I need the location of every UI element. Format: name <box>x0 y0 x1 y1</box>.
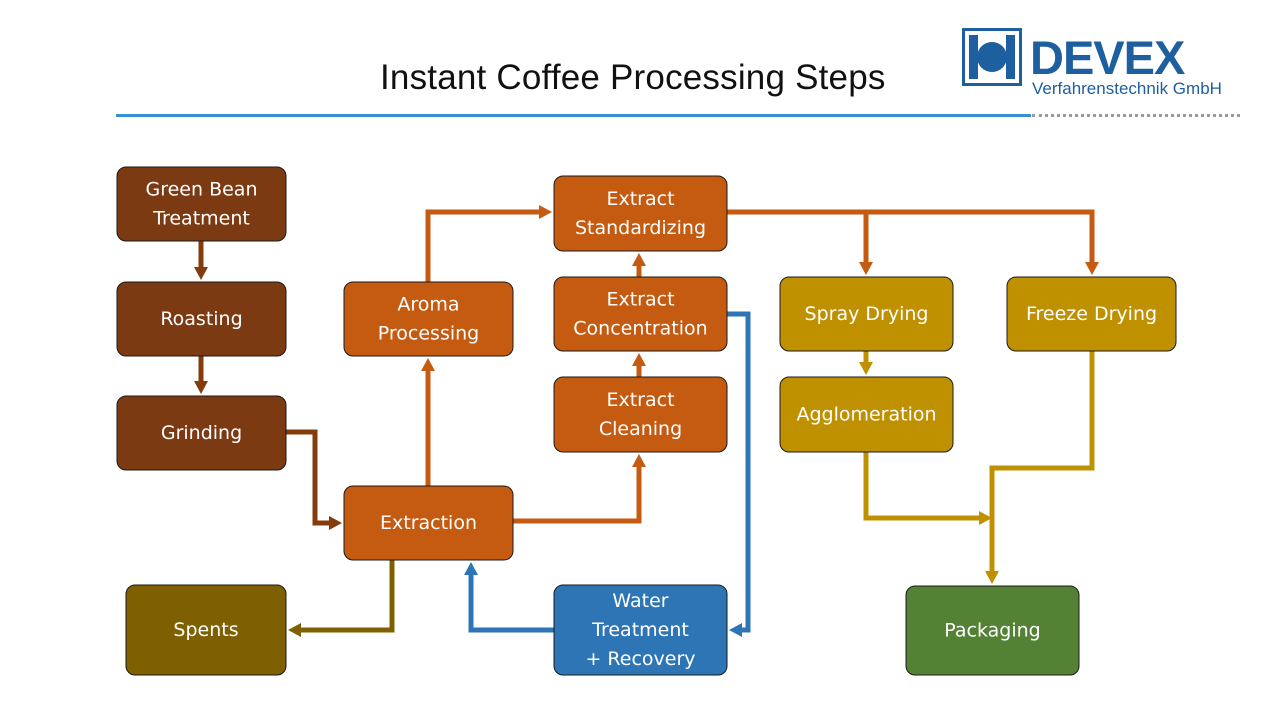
node-label: Roasting <box>160 308 242 330</box>
node-label: Extract <box>606 389 674 411</box>
node-box <box>116 166 287 242</box>
node-label: + Recovery <box>585 648 695 670</box>
arrow-green-bean-treatment-to-roasting <box>194 241 208 280</box>
node-freeze-drying: Freeze Drying <box>1006 276 1177 352</box>
arrow-extract-standardizing-to-freeze-drying <box>866 209 1099 275</box>
node-spray-drying: Spray Drying <box>779 276 954 352</box>
node-label: Agglomeration <box>796 404 936 426</box>
node-box <box>553 584 728 676</box>
node-extraction: Extraction <box>343 485 514 561</box>
node-spents: Spents <box>125 584 287 676</box>
node-grinding: Grinding <box>116 395 287 471</box>
arrow-extraction-to-spents <box>288 560 395 637</box>
arrow-spray-drying-to-agglomeration <box>859 351 873 375</box>
node-label: Grinding <box>161 422 242 444</box>
page-title: Instant Coffee Processing Steps <box>380 58 886 97</box>
devex-logo-icon <box>962 28 1022 86</box>
arrow-extract-concentration-to-water-treatment <box>727 311 751 637</box>
arrow-aroma-processing-to-extract-standardizing <box>425 205 552 282</box>
arrow-water-treatment-to-extraction <box>464 562 554 633</box>
node-label: Extraction <box>380 512 477 534</box>
node-label: Treatment <box>152 208 250 230</box>
arrow-extraction-to-aroma-processing <box>421 358 435 486</box>
node-box <box>116 395 287 471</box>
node-label: Spents <box>173 619 238 641</box>
node-box <box>553 175 728 252</box>
node-agglomeration: Agglomeration <box>779 376 954 453</box>
logo-name: DEVEX <box>1030 31 1185 84</box>
node-label: Concentration <box>573 318 707 340</box>
node-roasting: Roasting <box>116 281 287 357</box>
logo-subtitle: Verfahrenstechnik GmbH <box>1032 79 1222 98</box>
node-label: Standardizing <box>575 217 706 239</box>
node-box <box>553 276 728 352</box>
node-label: Spray Drying <box>805 303 929 325</box>
node-label: Extract <box>606 289 674 311</box>
arrow-extract-standardizing-to-spray-drying <box>727 209 873 275</box>
arrow-freeze-drying-to-packaging <box>985 351 1095 584</box>
node-box <box>1006 276 1177 352</box>
arrow-agglomeration-to-packaging <box>863 452 992 525</box>
node-box <box>343 485 514 561</box>
node-box <box>125 584 287 676</box>
dotted-divider <box>1032 114 1240 117</box>
node-box <box>779 376 954 453</box>
arrow-grinding-to-extraction <box>286 429 342 530</box>
node-packaging: Packaging <box>905 585 1080 676</box>
node-box <box>905 585 1080 676</box>
node-box <box>116 281 287 357</box>
node-label: Treatment <box>591 619 689 641</box>
connections-layer <box>194 205 1099 637</box>
node-box <box>553 376 728 453</box>
node-label: Freeze Drying <box>1026 303 1157 325</box>
node-box <box>779 276 954 352</box>
arrow-extract-concentration-to-extract-standardizing <box>632 253 646 277</box>
node-label: Water <box>612 590 668 612</box>
node-label: Extract <box>606 188 674 210</box>
node-label: Green Bean <box>146 179 258 201</box>
node-label: Aroma <box>397 294 459 316</box>
node-label: Packaging <box>944 620 1040 642</box>
node-box <box>343 281 514 357</box>
node-label: Cleaning <box>599 418 682 440</box>
title-underline <box>116 114 1031 117</box>
arrow-extraction-to-extract-cleaning <box>513 454 646 524</box>
arrow-roasting-to-grinding <box>194 356 208 394</box>
nodes-layer: Green BeanTreatmentRoastingGrindingExtra… <box>116 166 1177 676</box>
node-label: Processing <box>378 323 479 345</box>
arrow-extract-cleaning-to-extract-concentration <box>632 353 646 377</box>
